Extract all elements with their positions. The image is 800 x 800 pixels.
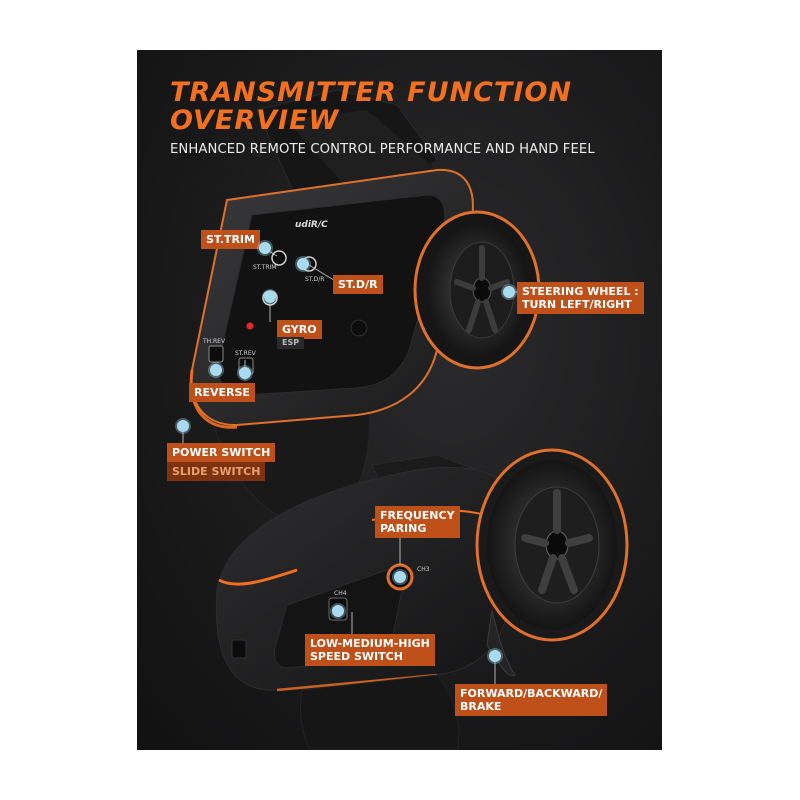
steering-wheel-dot bbox=[503, 286, 515, 298]
fb-label-line1: FORWARD/BACKWARD/ bbox=[460, 687, 603, 700]
page-title-line2: OVERVIEW bbox=[170, 105, 340, 136]
trigger-dot bbox=[489, 650, 501, 662]
power-switch-label: POWER SWITCH bbox=[167, 443, 276, 462]
gyro-label: GYRO bbox=[277, 320, 322, 339]
page-subtitle: ENHANCED REMOTE CONTROL PERFORMANCE AND … bbox=[170, 142, 595, 157]
transmitter-illustration bbox=[182, 89, 629, 750]
st-trim-dot bbox=[259, 242, 271, 254]
speed-switch-label: LOW-MEDIUM-HIGH SPEED SWITCH bbox=[305, 634, 435, 666]
power-switch-sub-label: SLIDE SWITCH bbox=[167, 462, 266, 481]
frequency-label-line1: FREQUENCY bbox=[380, 509, 455, 522]
fb-label-line2: BRAKE bbox=[460, 700, 502, 713]
ch4-marking: CH4 bbox=[334, 590, 347, 597]
st-rev-marking: ST.REV bbox=[235, 350, 256, 357]
th-rev-marking: TH.REV bbox=[203, 338, 226, 345]
speed-label-line2: SPEED SWITCH bbox=[310, 650, 403, 663]
page-title-line1: TRANSMITTER FUNCTION bbox=[170, 77, 572, 108]
frequency-label-line2: PARING bbox=[380, 522, 427, 535]
product-panel: ST.TRIM ST.D/R TH.REV ST.REV CH3 CH4 udi… bbox=[137, 50, 662, 750]
st-dr-label: ST.D/R bbox=[333, 275, 383, 294]
gyro-label-text: GYRO bbox=[282, 323, 317, 336]
st-dr-dot bbox=[297, 258, 309, 270]
st-trim-marking: ST.TRIM bbox=[253, 264, 277, 271]
gyro-dot bbox=[264, 291, 276, 303]
speed-label-line1: LOW-MEDIUM-HIGH bbox=[310, 637, 430, 650]
steering-wheel-label-line1: STEERING WHEEL : bbox=[522, 285, 639, 298]
reverse-dot-2 bbox=[239, 367, 251, 379]
reverse-dot-1 bbox=[210, 364, 222, 376]
frequency-paring-label: FREQUENCY PARING bbox=[375, 506, 460, 538]
steering-wheel-label-line2: TURN LEFT/RIGHT bbox=[522, 298, 632, 311]
upper-transmitter bbox=[189, 89, 541, 521]
brand-logo: udiR/C bbox=[295, 220, 328, 230]
steering-wheel-label: STEERING WHEEL : TURN LEFT/RIGHT bbox=[517, 282, 644, 314]
st-dr-marking: ST.D/R bbox=[305, 276, 325, 283]
frequency-dot bbox=[394, 571, 406, 583]
ch3-marking: CH3 bbox=[417, 566, 430, 573]
gyro-sub-label: ESP bbox=[277, 337, 305, 349]
reverse-label: REVERSE bbox=[189, 383, 255, 402]
power-switch-dot bbox=[177, 420, 189, 432]
st-trim-label: ST.TRIM bbox=[201, 230, 260, 249]
forward-backward-label: FORWARD/BACKWARD/ BRAKE bbox=[455, 684, 608, 716]
speed-switch-dot bbox=[332, 605, 344, 617]
